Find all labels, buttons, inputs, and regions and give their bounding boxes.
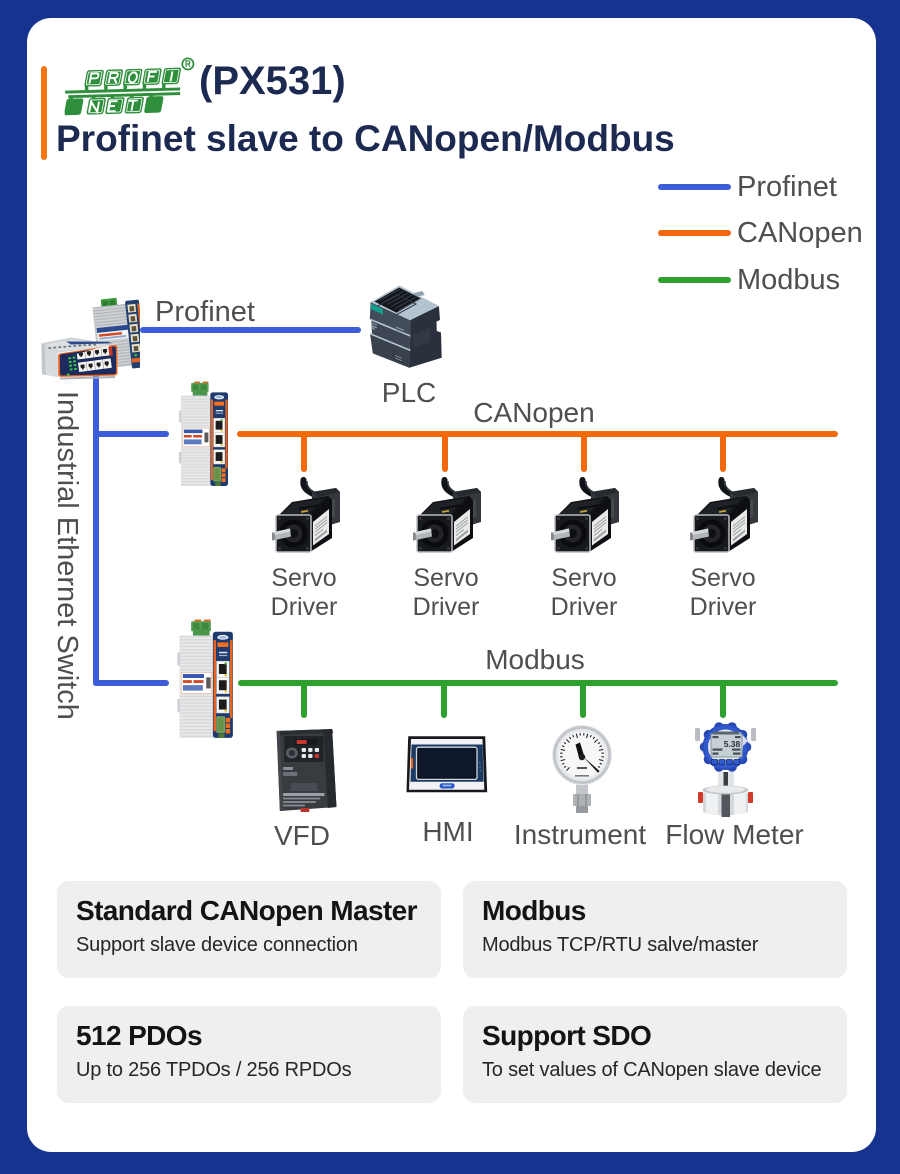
- svg-text:5.38: 5.38: [724, 739, 741, 749]
